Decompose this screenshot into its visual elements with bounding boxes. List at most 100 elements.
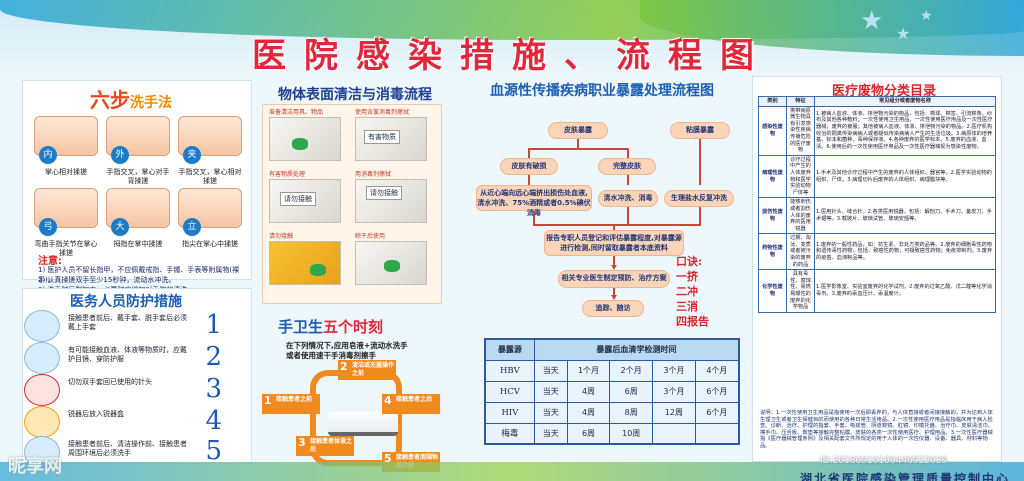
- star-icon: ★: [920, 8, 933, 24]
- handwash-step: 夹 手指交叉，掌心相对揉搓: [178, 116, 242, 186]
- node-saline: 生理盐水反复冲洗: [664, 190, 734, 207]
- connector: [627, 148, 629, 158]
- cell: 损伤性废物: [758, 197, 787, 235]
- cell: 6个月: [694, 380, 740, 403]
- table-row: HIV 当天 4周 8周 12周 6个月: [484, 401, 740, 424]
- connector: [533, 211, 535, 225]
- header-cell: 类别: [758, 96, 787, 107]
- cell: 12周: [652, 401, 696, 424]
- table-header-row: 暴露源 暴露后血清学检测时间: [484, 338, 740, 361]
- cell: 能够刺伤或者割伤人体的废弃的医用锐器: [786, 197, 815, 235]
- cell: 1.手术及其他诊疗过程中产生的废弃的人体组织、器官等。2.医学实验动物的组织、尸…: [814, 154, 996, 199]
- glove-icon: [384, 260, 400, 272]
- hand-icon: 夹: [178, 116, 242, 164]
- footer-org: 湖北省医院感染管理质量控制中心: [800, 472, 1011, 481]
- bed-icon: [328, 412, 398, 436]
- connector: [577, 139, 579, 149]
- arrow-down-icon: [611, 265, 617, 270]
- surface-title: 物体表面清洁与消毒流程: [278, 87, 432, 103]
- mnemonic: 口诀: 一挤 二冲 三消 四报告: [676, 255, 709, 328]
- table-row: HBV 当天 1个月 2个月 3个月 4个月: [484, 359, 740, 382]
- header-cell: 暴露后血清学检测时间: [533, 338, 740, 361]
- cleaning-photo: 请勿接触: [355, 179, 427, 223]
- goggles-icon: [24, 342, 60, 374]
- table-row: 病理性废物 诊疗过程中产生的人体废弃物和医学实验动物尸体等 1.手术及其他诊疗过…: [758, 154, 996, 199]
- no-recap-icon: [24, 374, 60, 406]
- protection-item: 有可能接触血液、体液等物质时，应戴护目镜、穿防护服 2: [24, 342, 244, 378]
- table-row: 感染性废物 携带病原微生物具有引发感染性疾病传播危险的医疗废物 1.被病人血液、…: [758, 105, 996, 156]
- blood-flow-title: 血源性传播疾病职业暴露处理流程图: [490, 83, 714, 99]
- cell: 4周: [566, 380, 611, 403]
- cell: 梅毒: [484, 422, 535, 445]
- hand-icon: 弓: [34, 188, 98, 236]
- arrow-down-icon: [611, 295, 617, 300]
- node-squeeze: 从近心端向远心端挤出损伤处血液,清水冲洗、75%酒精或者0.5%碘伏消毒: [476, 185, 592, 217]
- cell: 药物性废物: [758, 233, 787, 271]
- node-mucosa: 粘膜暴露: [670, 122, 730, 139]
- cell: 6周: [609, 380, 654, 403]
- cell: 6周: [566, 422, 611, 445]
- node-intact: 完整皮肤: [598, 158, 656, 175]
- waste-table: 类别 特征 常见组分或者废物名称 感染性废物 携带病原微生物具有引发感染性疾病传…: [758, 96, 996, 313]
- cell: HCV: [484, 380, 535, 403]
- table-row: 化学性废物 具有毒性、腐蚀性、易燃易爆性的废弃的化学物品 1.医学影像室、实验室…: [758, 269, 996, 313]
- handwash-step: 弓 弯曲手指关节在掌心揉搓: [34, 188, 98, 258]
- hand-icon: 大: [106, 188, 170, 236]
- hand-hygiene-sub: 在下列情况下,应用皂液+流动水洗手: [286, 341, 408, 350]
- cell: 1.废弃的一般性药品，如：抗生素、非处方类药品等。2.废弃的细胞毒性药物和遗传毒…: [814, 233, 996, 271]
- handwash-panel: [22, 80, 252, 280]
- handwash-step: 外 手指交叉，掌心对手背揉搓: [106, 116, 170, 186]
- doctor-icon: [24, 310, 60, 342]
- node-expert: 相关专业医生制定预防、治疗方案: [558, 270, 670, 288]
- table-row: HCV 当天 4周 6周 3个月 6个月: [484, 380, 740, 403]
- table-row: 梅毒 当天 6周 10周: [484, 422, 740, 445]
- header-cell: 常见组分或者废物名称: [814, 96, 996, 107]
- glove-icon: [292, 138, 308, 150]
- cell: 过期、淘汰、变质或者被污染的废弃的药品: [786, 233, 815, 271]
- hand-icon: 内: [34, 116, 98, 164]
- page-title: 医院感染措施、流程图: [252, 36, 772, 76]
- cell: 1.医学影像室、实验室废弃的化学试剂。2.废弃的过氧乙酸、戊二醛等化学消毒剂。3…: [814, 269, 996, 313]
- connector: [627, 175, 629, 185]
- protection-item: 接触患者前后、戴手套、脱手套后必须戴上手套 1: [24, 310, 244, 346]
- connector: [613, 256, 615, 266]
- table-header-row: 类别 特征 常见组分或者废物名称: [758, 96, 996, 107]
- glove-icon: [310, 264, 326, 276]
- cell: 携带病原微生物具有引发感染性疾病传播危险的医疗废物: [786, 105, 815, 156]
- cell: 6个月: [694, 401, 740, 424]
- protection-item: 锐器后放入锐器盒 4: [24, 406, 244, 442]
- cell: 当天: [533, 380, 568, 403]
- serology-table: 暴露源 暴露后血清学检测时间 HBV 当天 1个月 2个月 3个月 4个月 HC…: [484, 338, 740, 445]
- connector: [528, 175, 530, 185]
- cell: 1.被病人血液、体液、排泄物污染的物品，包括：棉球、棉签、引流棉条、纱布及其他各…: [814, 105, 996, 156]
- hand-icon: 外: [106, 116, 170, 164]
- cell: 3个月: [652, 380, 696, 403]
- cleaning-photo: [269, 241, 341, 285]
- node-follow: 追踪、随访: [582, 300, 644, 317]
- connector: [699, 139, 701, 185]
- cell: [652, 422, 696, 445]
- note-item: 1) 医护人员不留长指甲，不应佩戴戒指、手镯、手表等附属物(裸手)。: [38, 266, 240, 284]
- hand-hygiene-sub: 或者使用速干手消毒剂擦手: [286, 351, 376, 360]
- waste-title: 医疗废物分类目录: [832, 84, 937, 99]
- cell: 4周: [566, 401, 611, 424]
- connector: [528, 148, 530, 158]
- cleaning-photo: 请勿接触: [269, 179, 341, 223]
- connector: [699, 207, 701, 225]
- cell: [694, 422, 740, 445]
- node-skin: 皮肤暴露: [548, 122, 608, 139]
- protection-title: 医务人员防护措施: [70, 294, 182, 310]
- table-row: 药物性废物 过期、淘汰、变质或者被污染的废弃的药品 1.废弃的一般性药品，如：抗…: [758, 233, 996, 271]
- cell: 4个月: [694, 359, 740, 382]
- header-cell: 暴露源: [484, 338, 535, 361]
- cell: 当天: [533, 422, 568, 445]
- star-icon: ★: [896, 24, 911, 43]
- protection-item: 切勿双手套回已使用的针头 3: [24, 374, 244, 410]
- cell: 化学性废物: [758, 269, 787, 313]
- connector: [613, 224, 615, 230]
- surface-panel: 准备清洁用具、物品 使用含氯消毒剂擦拭 有害物质 有害物质处理 用消毒剂擦拭 请…: [262, 104, 442, 304]
